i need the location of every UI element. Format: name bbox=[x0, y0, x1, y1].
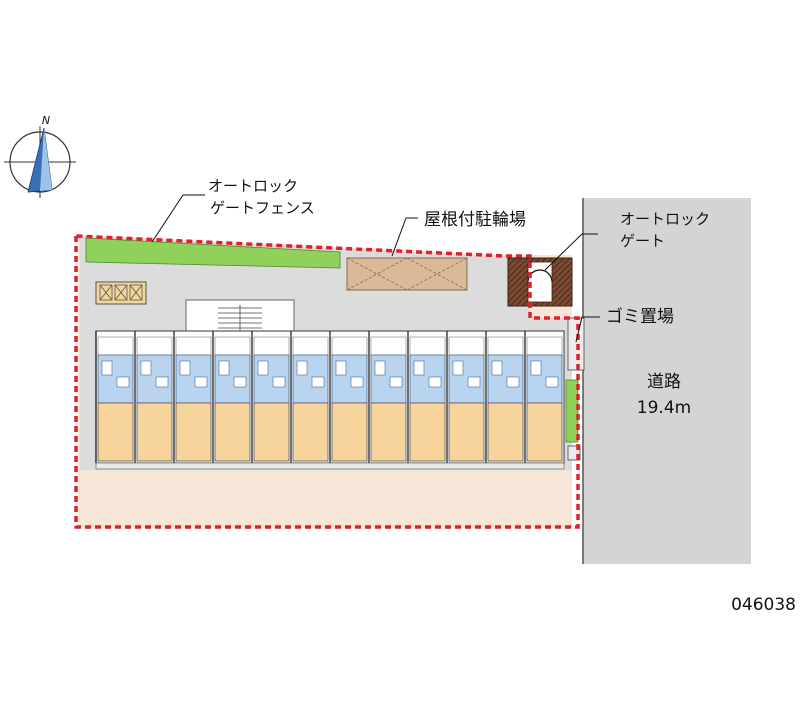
garbage-area bbox=[567, 317, 585, 371]
grass-strip bbox=[85, 237, 341, 269]
unit-room bbox=[448, 402, 485, 462]
unit-entry bbox=[175, 336, 212, 358]
unit-fixture bbox=[311, 376, 325, 388]
label-gate-line2: ゲート bbox=[620, 232, 665, 250]
label-bicycle-parking: 屋根付駐輪場 bbox=[424, 210, 526, 230]
bicycle-parking-roof bbox=[346, 257, 468, 291]
unit-fixture bbox=[296, 360, 308, 376]
unit-room bbox=[409, 402, 446, 462]
unit-fixture bbox=[506, 376, 520, 388]
unit-entry bbox=[526, 336, 563, 358]
unit-fixture bbox=[257, 360, 269, 376]
unit-entry bbox=[370, 336, 407, 358]
gate-opening bbox=[527, 261, 553, 303]
unit-fixture bbox=[467, 376, 481, 388]
property-boundary bbox=[74, 234, 580, 529]
unit-entry bbox=[409, 336, 446, 358]
unit-fixture bbox=[179, 360, 191, 376]
unit-room bbox=[214, 402, 251, 462]
callout-lines bbox=[151, 194, 600, 343]
unit-fixture bbox=[335, 360, 347, 376]
balcony-strip bbox=[95, 462, 565, 470]
property-code: 046038 bbox=[731, 595, 796, 615]
unit-entry bbox=[136, 336, 173, 358]
unit-entry bbox=[292, 336, 329, 358]
stairs bbox=[218, 305, 262, 331]
unit-fixture bbox=[272, 376, 286, 388]
unit-fixture bbox=[491, 360, 503, 376]
unit-room bbox=[487, 402, 524, 462]
unit-fixture bbox=[140, 360, 152, 376]
unit-fixture bbox=[101, 360, 113, 376]
bicycle-parking-marks bbox=[346, 257, 468, 291]
unit-room bbox=[370, 402, 407, 462]
unit-fixture bbox=[545, 376, 559, 388]
unit-room bbox=[253, 402, 290, 462]
unit-fixture bbox=[194, 376, 208, 388]
compass-north-label: N bbox=[42, 114, 50, 127]
unit-room bbox=[526, 402, 563, 462]
unit-fixture bbox=[530, 360, 542, 376]
unit-fixture bbox=[155, 376, 169, 388]
label-gate-fence-line2: ゲートフェンス bbox=[210, 199, 315, 217]
utility-box-marks bbox=[99, 284, 143, 301]
unit-fixture bbox=[452, 360, 464, 376]
unit-entry bbox=[487, 336, 524, 358]
label-road-name: 道路 bbox=[647, 372, 681, 392]
compass: N bbox=[4, 114, 76, 198]
unit-entry bbox=[97, 336, 134, 358]
unit-entry bbox=[214, 336, 251, 358]
label-road-width: 19.4m bbox=[637, 398, 691, 418]
unit-entry bbox=[253, 336, 290, 358]
unit-fixture bbox=[428, 376, 442, 388]
unit-fixture bbox=[413, 360, 425, 376]
unit-fixture bbox=[218, 360, 230, 376]
unit-room bbox=[175, 402, 212, 462]
label-garbage: ゴミ置場 bbox=[606, 306, 674, 327]
apartment-units bbox=[95, 331, 563, 463]
lower-open-area bbox=[80, 470, 572, 526]
road bbox=[583, 198, 751, 564]
unit-entry bbox=[448, 336, 485, 358]
unit-fixture bbox=[374, 360, 386, 376]
unit-room bbox=[136, 402, 173, 462]
unit-room bbox=[97, 402, 134, 462]
label-gate-fence-line1: オートロック bbox=[208, 177, 298, 195]
unit-entry bbox=[331, 336, 368, 358]
unit-room bbox=[331, 402, 368, 462]
unit-fixture bbox=[233, 376, 247, 388]
unit-room bbox=[292, 402, 329, 462]
label-gate-line1: オートロック bbox=[620, 210, 710, 228]
unit-fixture bbox=[350, 376, 364, 388]
unit-fixture bbox=[116, 376, 130, 388]
grass-strip-east bbox=[565, 379, 579, 443]
unit-fixture bbox=[389, 376, 403, 388]
